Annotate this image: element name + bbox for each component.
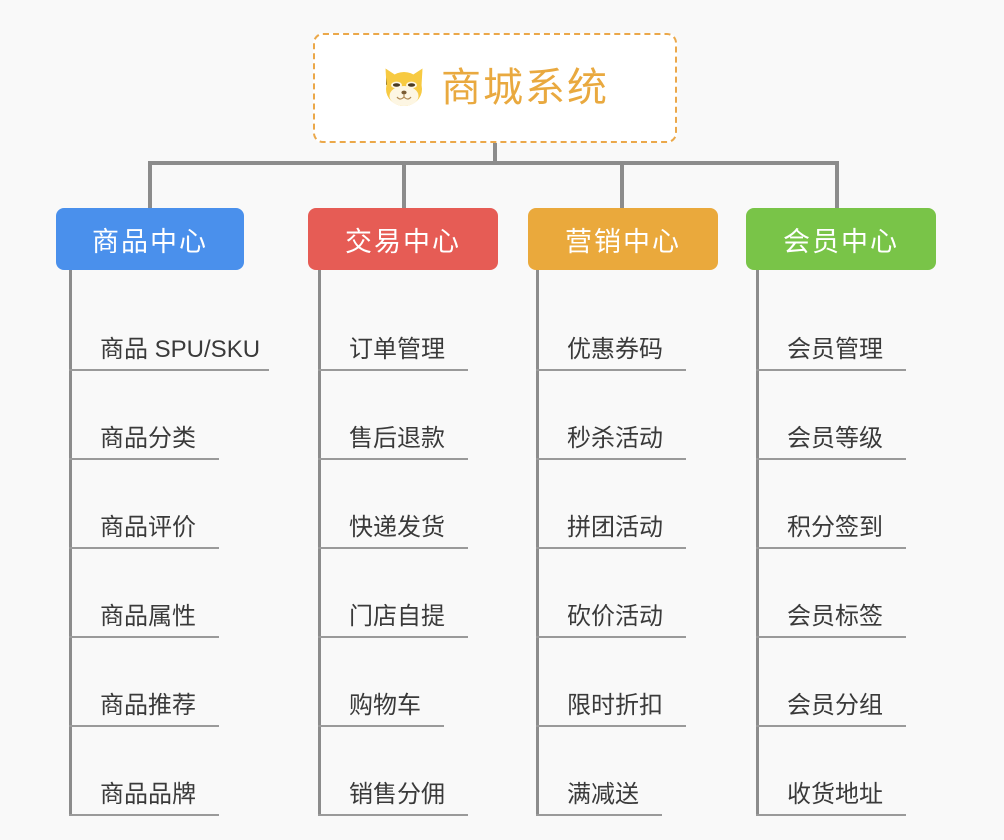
leaf-item-label: 商品分类 bbox=[100, 424, 196, 452]
leaf-spine-marketing-center bbox=[536, 270, 539, 816]
leaf-item-underline bbox=[536, 725, 686, 727]
leaf-item-label: 销售分佣 bbox=[349, 780, 445, 808]
leaf-item-label: 会员等级 bbox=[787, 424, 883, 452]
leaf-item-label: 限时折扣 bbox=[567, 691, 663, 719]
leaf-item-label: 优惠券码 bbox=[567, 335, 663, 363]
leaf-item-label: 商品评价 bbox=[100, 513, 196, 541]
leaf-item[interactable]: 收货地址 bbox=[743, 727, 963, 816]
leaf-item[interactable]: 售后退款 bbox=[305, 371, 525, 460]
leaf-item-underline bbox=[69, 814, 219, 816]
leaf-item[interactable]: 商品 SPU/SKU bbox=[56, 282, 276, 371]
leaf-item-underline bbox=[756, 636, 906, 638]
leaf-item-label: 砍价活动 bbox=[567, 602, 663, 630]
leaf-item-label: 商品推荐 bbox=[100, 691, 196, 719]
leaf-item[interactable]: 会员管理 bbox=[743, 282, 963, 371]
leaf-item[interactable]: 限时折扣 bbox=[523, 638, 743, 727]
column-trade-center: 交易中心订单管理售后退款快递发货门店自提购物车销售分佣 bbox=[305, 208, 525, 816]
leaf-item[interactable]: 积分签到 bbox=[743, 460, 963, 549]
leaf-spine-member-center bbox=[756, 270, 759, 816]
leaf-item[interactable]: 秒杀活动 bbox=[523, 371, 743, 460]
leaf-spine-trade-center bbox=[318, 270, 321, 816]
category-node-marketing-center[interactable]: 营销中心 bbox=[528, 208, 718, 270]
connector-drop-3 bbox=[620, 161, 624, 208]
leaf-item-underline bbox=[536, 369, 686, 371]
connector-drop-1 bbox=[148, 161, 152, 208]
leaf-item[interactable]: 会员等级 bbox=[743, 371, 963, 460]
leaf-item-label: 拼团活动 bbox=[567, 513, 663, 541]
leaf-list-product-center: 商品 SPU/SKU 商品分类商品评价商品属性商品推荐商品品牌 bbox=[56, 270, 276, 816]
leaf-item[interactable]: 商品推荐 bbox=[56, 638, 276, 727]
leaf-item-underline bbox=[69, 458, 219, 460]
leaf-item-label: 会员管理 bbox=[787, 335, 883, 363]
leaf-item-label: 订单管理 bbox=[349, 335, 445, 363]
leaf-item-underline bbox=[318, 369, 468, 371]
leaf-item-label: 满减送 bbox=[567, 780, 639, 808]
leaf-item-underline bbox=[756, 814, 906, 816]
leaf-item-underline bbox=[318, 725, 444, 727]
leaf-item-label: 商品品牌 bbox=[100, 780, 196, 808]
leaf-item[interactable]: 拼团活动 bbox=[523, 460, 743, 549]
leaf-item-label: 门店自提 bbox=[349, 602, 445, 630]
leaf-item-label: 会员标签 bbox=[787, 602, 883, 630]
leaf-item-label: 秒杀活动 bbox=[567, 424, 663, 452]
leaf-item-underline bbox=[536, 458, 686, 460]
leaf-item-underline bbox=[69, 547, 219, 549]
leaf-item-underline bbox=[756, 369, 906, 371]
connector-drop-2 bbox=[402, 161, 406, 208]
leaf-item[interactable]: 会员分组 bbox=[743, 638, 963, 727]
leaf-item-label: 积分签到 bbox=[787, 513, 883, 541]
leaf-item-underline bbox=[756, 725, 906, 727]
connector-drop-4 bbox=[835, 161, 839, 208]
leaf-item[interactable]: 门店自提 bbox=[305, 549, 525, 638]
leaf-item[interactable]: 满减送 bbox=[523, 727, 743, 816]
leaf-item-label: 收货地址 bbox=[787, 780, 883, 808]
root-node-mall-system[interactable]: 商城系统 bbox=[313, 33, 677, 143]
leaf-item[interactable]: 订单管理 bbox=[305, 282, 525, 371]
leaf-list-member-center: 会员管理会员等级积分签到会员标签会员分组收货地址 bbox=[743, 270, 963, 816]
leaf-item-underline bbox=[318, 458, 468, 460]
column-marketing-center: 营销中心优惠券码秒杀活动拼团活动砍价活动限时折扣满减送 bbox=[523, 208, 743, 816]
leaf-item-underline bbox=[69, 636, 219, 638]
leaf-item[interactable]: 商品品牌 bbox=[56, 727, 276, 816]
leaf-item[interactable]: 优惠券码 bbox=[523, 282, 743, 371]
leaf-item[interactable]: 商品评价 bbox=[56, 460, 276, 549]
leaf-item-underline bbox=[536, 636, 686, 638]
category-node-trade-center[interactable]: 交易中心 bbox=[308, 208, 498, 270]
leaf-item[interactable]: 会员标签 bbox=[743, 549, 963, 638]
leaf-item[interactable]: 快递发货 bbox=[305, 460, 525, 549]
category-node-product-center[interactable]: 商品中心 bbox=[56, 208, 244, 270]
leaf-list-marketing-center: 优惠券码秒杀活动拼团活动砍价活动限时折扣满减送 bbox=[523, 270, 743, 816]
leaf-item-underline bbox=[318, 814, 468, 816]
leaf-item-underline bbox=[756, 458, 906, 460]
leaf-item-label: 快递发货 bbox=[349, 513, 445, 541]
leaf-item-underline bbox=[756, 547, 906, 549]
leaf-item-label: 购物车 bbox=[349, 691, 421, 719]
leaf-item-underline bbox=[69, 369, 269, 371]
leaf-item[interactable]: 商品属性 bbox=[56, 549, 276, 638]
leaf-item-underline bbox=[318, 636, 468, 638]
leaf-item-label: 商品 SPU/SKU bbox=[100, 335, 261, 363]
leaf-item-label: 商品属性 bbox=[100, 602, 196, 630]
connector-root-stem bbox=[493, 143, 497, 165]
root-node-title: 商城系统 bbox=[441, 66, 609, 110]
leaf-item-label: 会员分组 bbox=[787, 691, 883, 719]
leaf-item-underline bbox=[536, 814, 662, 816]
column-product-center: 商品中心商品 SPU/SKU 商品分类商品评价商品属性商品推荐商品品牌 bbox=[56, 208, 276, 816]
dog-face-icon bbox=[381, 65, 427, 111]
leaf-item-underline bbox=[318, 547, 468, 549]
leaf-item[interactable]: 商品分类 bbox=[56, 371, 276, 460]
leaf-item[interactable]: 购物车 bbox=[305, 638, 525, 727]
leaf-spine-product-center bbox=[69, 270, 72, 816]
leaf-item[interactable]: 销售分佣 bbox=[305, 727, 525, 816]
leaf-item-underline bbox=[69, 725, 219, 727]
leaf-item-underline bbox=[536, 547, 686, 549]
leaf-list-trade-center: 订单管理售后退款快递发货门店自提购物车销售分佣 bbox=[305, 270, 525, 816]
column-member-center: 会员中心会员管理会员等级积分签到会员标签会员分组收货地址 bbox=[743, 208, 963, 816]
leaf-item[interactable]: 砍价活动 bbox=[523, 549, 743, 638]
category-node-member-center[interactable]: 会员中心 bbox=[746, 208, 936, 270]
leaf-item-label: 售后退款 bbox=[349, 424, 445, 452]
connector-horizontal-bar bbox=[148, 161, 836, 165]
